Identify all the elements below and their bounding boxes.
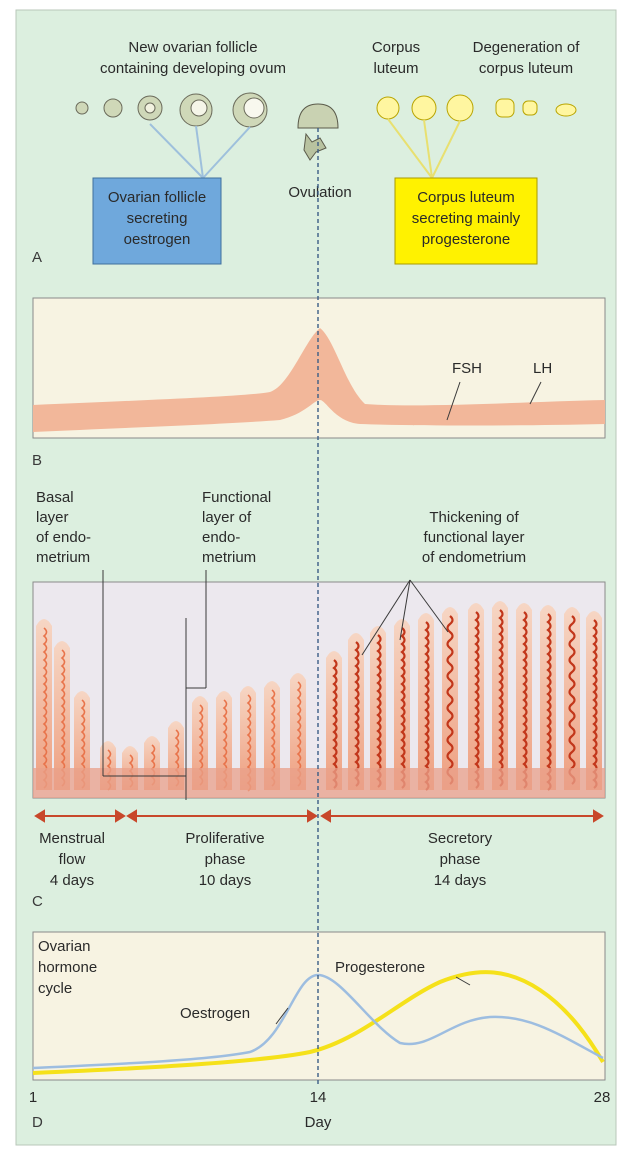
corpus-luteum-stage-3-icon bbox=[447, 95, 473, 121]
corpus-box-line1: Corpus luteum bbox=[417, 189, 515, 206]
functional-label-line1: Functional bbox=[202, 489, 271, 506]
corpus-luteum-stage-2-icon bbox=[412, 96, 436, 120]
x-tick-14: 14 bbox=[310, 1089, 327, 1106]
menstrual-phase-name2: flow bbox=[59, 851, 86, 868]
functional-label-line3: endo- bbox=[202, 529, 240, 546]
endometrium-column bbox=[442, 607, 458, 790]
x-tick-1: 1 bbox=[29, 1089, 37, 1106]
endometrium-column bbox=[516, 603, 532, 790]
degeneration-title-line1: Degeneration of bbox=[473, 39, 581, 56]
functional-label-line4: metrium bbox=[202, 549, 256, 566]
degeneration-title-line2: corpus luteum bbox=[479, 60, 573, 77]
endometrium-column bbox=[54, 641, 70, 790]
follicle-box-line3: oestrogen bbox=[124, 231, 191, 248]
degenerating-corpus-1-icon bbox=[496, 99, 514, 117]
secretory-phase-duration: 14 days bbox=[434, 872, 487, 889]
follicle-box-line2: secreting bbox=[127, 210, 188, 227]
corpus-luteum-stage-1-icon bbox=[377, 97, 399, 119]
secretory-phase-name2: phase bbox=[440, 851, 481, 868]
follicle-stage-2-icon bbox=[104, 99, 122, 117]
endometrium-column bbox=[540, 605, 556, 790]
x-axis-label: Day bbox=[305, 1114, 332, 1131]
lh-label: LH bbox=[533, 360, 552, 377]
basal-label-line3: of endo- bbox=[36, 529, 91, 546]
corpus-box-line3: progesterone bbox=[422, 231, 510, 248]
degenerating-corpus-2-icon bbox=[523, 101, 537, 115]
panel-c-letter: C bbox=[32, 893, 43, 910]
endometrium-column bbox=[468, 603, 484, 790]
panel-a-letter: A bbox=[32, 249, 42, 266]
menstrual-phase-name: Menstrual bbox=[39, 830, 105, 847]
hormone-title-line2: hormone bbox=[38, 959, 97, 976]
basal-label-line4: metrium bbox=[36, 549, 90, 566]
thickening-label-line3: of endometrium bbox=[422, 549, 526, 566]
thickening-label-line2: functional layer bbox=[424, 529, 525, 546]
thickening-label-line1: Thickening of bbox=[429, 509, 519, 526]
basal-label-line1: Basal bbox=[36, 489, 74, 506]
hormone-plot bbox=[33, 932, 605, 1080]
panel-b-letter: B bbox=[32, 452, 42, 469]
follicle-box-line1: Ovarian follicle bbox=[108, 189, 206, 206]
basal-label-line2: layer bbox=[36, 509, 69, 526]
follicle-stage-1-icon bbox=[76, 102, 88, 114]
corpus-luteum-title-line2: luteum bbox=[373, 60, 418, 77]
fsh-label: FSH bbox=[452, 360, 482, 377]
follicle-title-line2: containing developing ovum bbox=[100, 60, 286, 77]
basal-layer bbox=[33, 768, 605, 798]
corpus-luteum-title-line1: Corpus bbox=[372, 39, 420, 56]
follicle-title-line1: New ovarian follicle bbox=[128, 39, 257, 56]
degenerating-corpus-3-icon bbox=[556, 104, 576, 116]
functional-label-line2: layer of bbox=[202, 509, 252, 526]
panel-d-letter: D bbox=[32, 1114, 43, 1131]
hormone-title-line3: cycle bbox=[38, 980, 72, 997]
corpus-box-line2: secreting mainly bbox=[412, 210, 521, 227]
progesterone-label: Progesterone bbox=[335, 959, 425, 976]
proliferative-phase-name: Proliferative bbox=[185, 830, 264, 847]
x-tick-28: 28 bbox=[594, 1089, 611, 1106]
menstrual-phase-duration: 4 days bbox=[50, 872, 94, 889]
proliferative-phase-name2: phase bbox=[205, 851, 246, 868]
endometrium-column bbox=[564, 607, 580, 790]
ovulation-label: Ovulation bbox=[288, 184, 351, 201]
secretory-phase-name: Secretory bbox=[428, 830, 493, 847]
oestrogen-label: Oestrogen bbox=[180, 1005, 250, 1022]
hormone-title-line1: Ovarian bbox=[38, 938, 91, 955]
proliferative-phase-duration: 10 days bbox=[199, 872, 252, 889]
